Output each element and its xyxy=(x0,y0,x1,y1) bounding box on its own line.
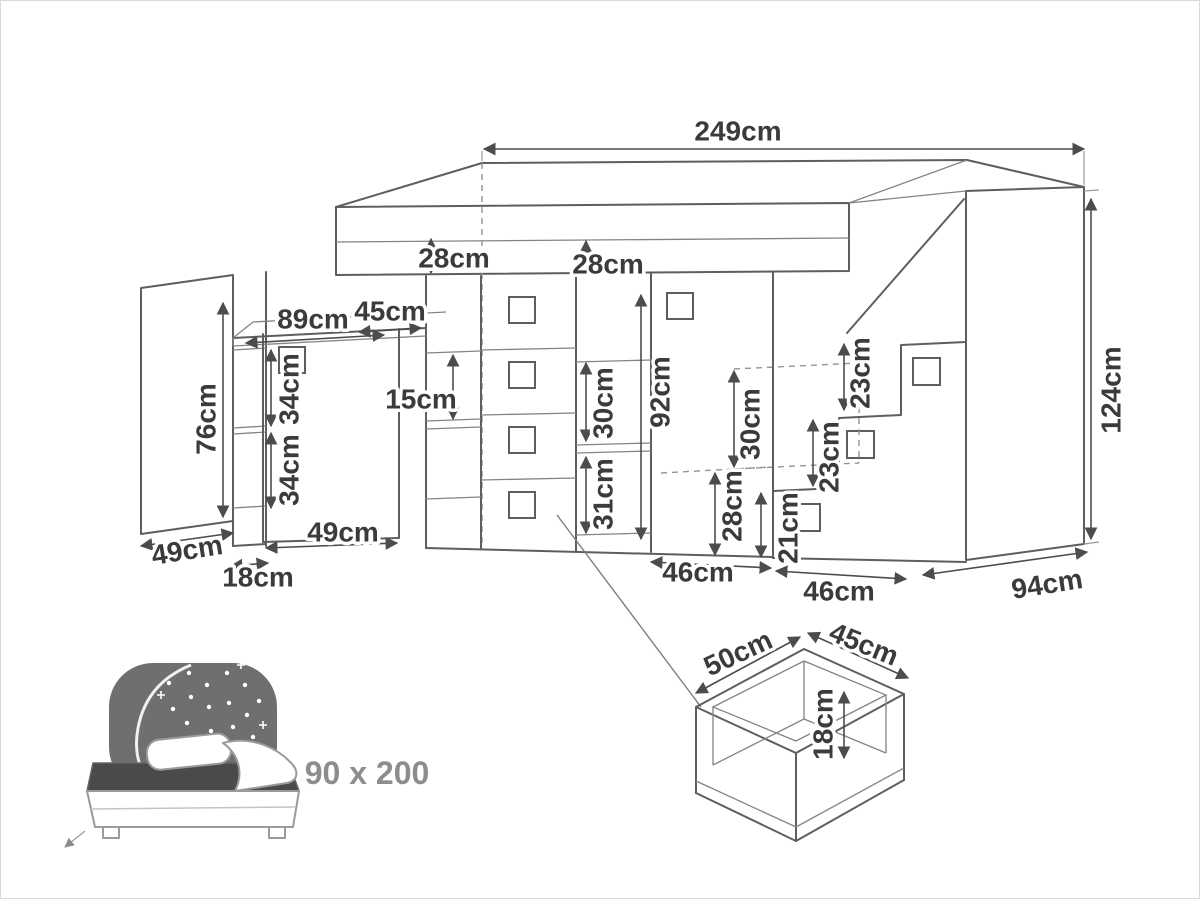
dim-unit-depth: 94cm xyxy=(1009,563,1085,605)
bed-leg xyxy=(268,826,286,839)
bed-base xyxy=(86,790,300,828)
pull-out-arrow-icon xyxy=(64,830,86,848)
dimension-lines xyxy=(139,142,1100,585)
dim-side-unit-depth: 49cm xyxy=(149,529,225,571)
stair-drawer-handle xyxy=(792,503,821,532)
dim-mid-shelf-gap-lower: 31cm xyxy=(588,458,619,530)
stair-drawer-handle xyxy=(846,430,875,459)
dim-step-riser-front: 21cm xyxy=(773,492,804,564)
bed-leg xyxy=(102,826,120,839)
dim-side-shelf-gap-lower: 34cm xyxy=(274,434,305,506)
dim-total-width: 249cm xyxy=(694,116,781,147)
dim-side-shelf-gap-upper: 34cm xyxy=(274,353,305,425)
drawer-handle xyxy=(508,361,536,389)
dim-desk-clearance-width: 49cm xyxy=(307,517,379,548)
dim-panel-thickness: 18cm xyxy=(222,562,294,593)
bed-legend: 90 x 200 xyxy=(64,661,430,848)
dim-step-riser-back: 28cm xyxy=(717,470,748,542)
dim-total-height: 124cm xyxy=(1096,346,1127,433)
dim-platform-thickness-left: 28cm xyxy=(418,243,490,274)
dim-shelf-gap-small: 15cm xyxy=(385,384,457,415)
drawer-handle xyxy=(508,491,536,519)
drawer-leader-line xyxy=(556,514,702,708)
dim-bottom-section-left-width: 46cm xyxy=(662,557,734,588)
stair-drawer-handle xyxy=(912,357,941,386)
dim-drawer-height: 18cm xyxy=(808,688,839,760)
dim-shelf-column-width: 45cm xyxy=(354,296,426,327)
dim-drawer-width: 50cm xyxy=(699,624,777,682)
mattress-size-label: 90 x 200 xyxy=(305,755,430,791)
double-bed-icon xyxy=(64,732,301,848)
blanket xyxy=(222,739,298,792)
dim-bottom-section-right-width: 46cm xyxy=(803,576,875,607)
dim-platform-thickness-right: 28cm xyxy=(572,249,644,280)
dim-step-depth-mid: 23cm xyxy=(814,421,845,493)
desk-niche xyxy=(278,346,306,374)
wardrobe-handle xyxy=(666,292,694,320)
dim-side-unit-height: 76cm xyxy=(191,383,222,455)
stars xyxy=(157,661,267,752)
dim-step-depth-top: 23cm xyxy=(845,337,876,409)
dim-wardrobe-height: 92cm xyxy=(645,356,676,428)
drawer-handle xyxy=(508,426,536,454)
bed-platform-outline xyxy=(335,159,1085,546)
drawer-handle xyxy=(508,296,536,324)
dim-desk-width: 89cm xyxy=(277,304,349,335)
drawer-detail-drawing: 50cm 45cm 18cm xyxy=(694,613,910,842)
dim-stair-back-clearance: 30cm xyxy=(735,388,766,460)
dim-mid-shelf-gap-upper: 30cm xyxy=(588,367,619,439)
